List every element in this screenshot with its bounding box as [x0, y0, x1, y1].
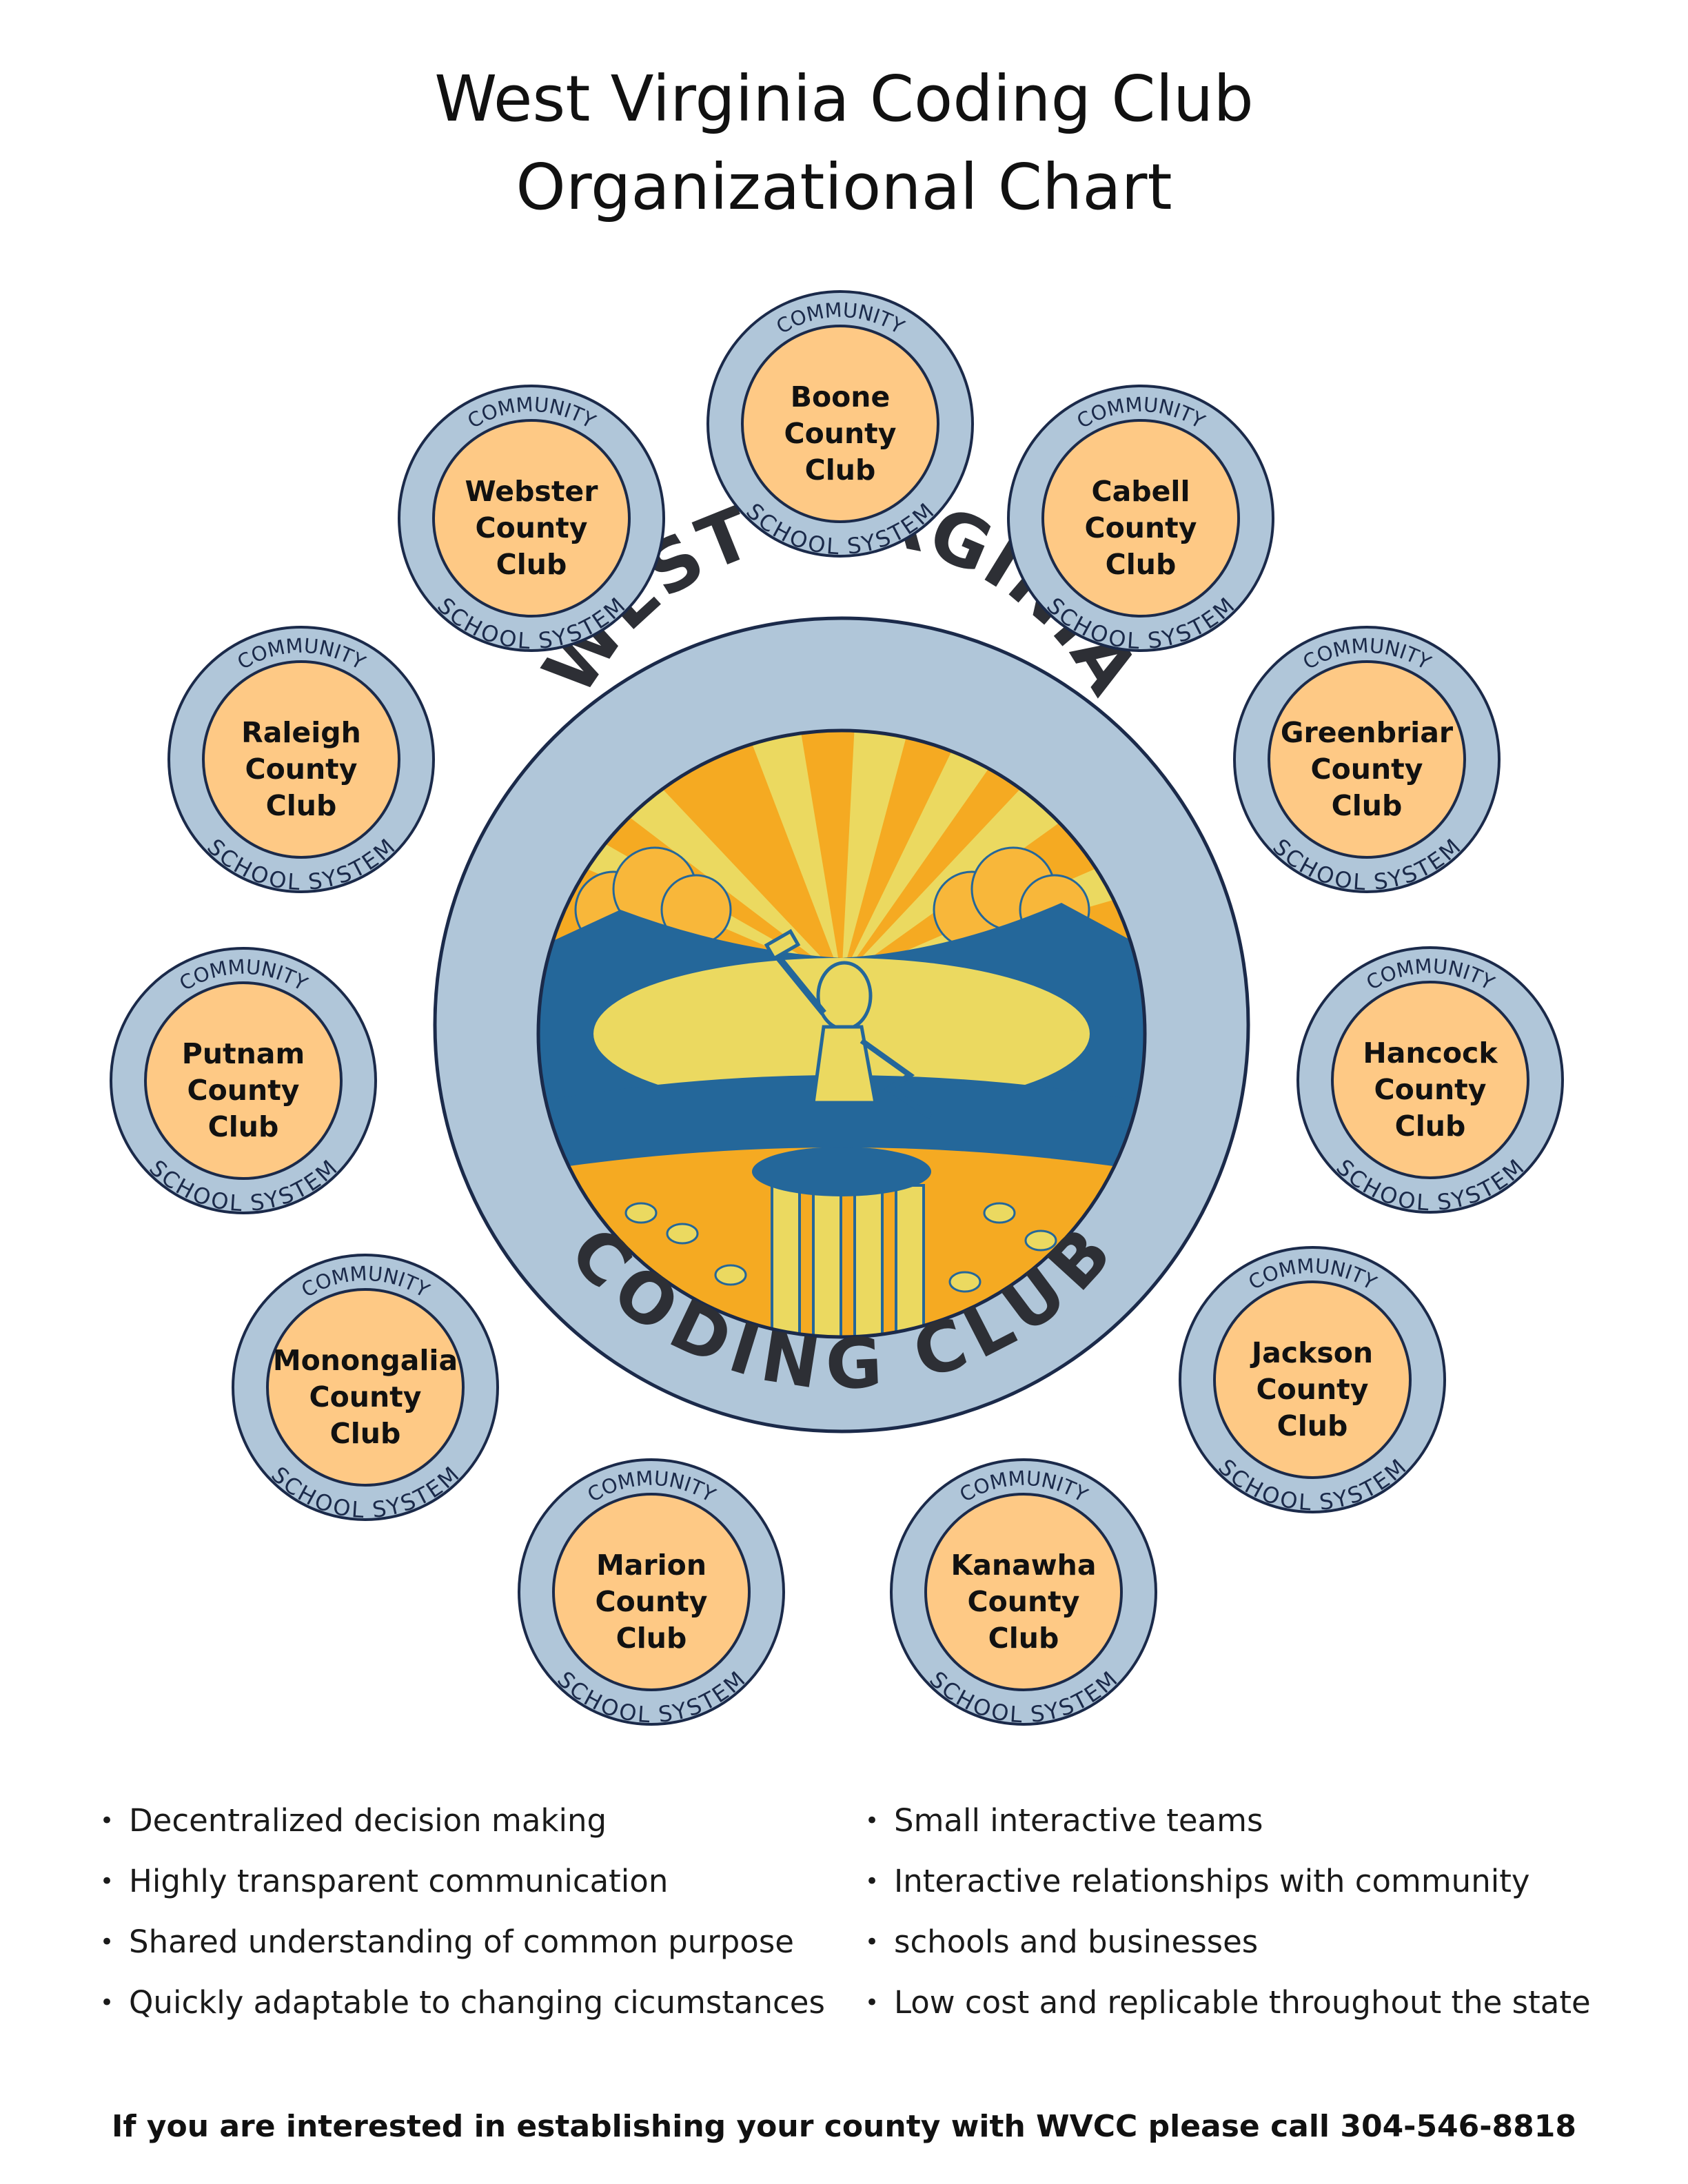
club-name-line: Club	[616, 1622, 687, 1655]
club-inner-circle	[432, 419, 631, 618]
club-inner-circle	[741, 325, 939, 523]
club-name-line: Putnam	[182, 1037, 305, 1070]
club-name-line: Club	[1277, 1409, 1348, 1442]
club-name-line: County	[245, 753, 358, 786]
principle-item: schools and businesses	[865, 1912, 1591, 1972]
principle-item: Interactive relationships with community	[865, 1851, 1591, 1912]
club-name-line: Club	[988, 1622, 1059, 1655]
org-chart-diagram: WEST VIRGINIA CODING CLUB COMMUNITYSCHOO…	[110, 290, 1564, 1728]
club-name-line: County	[1085, 511, 1197, 544]
principles-left: Decentralized decision making Highly tra…	[100, 1790, 825, 2033]
club-name-line: County	[476, 511, 588, 544]
title-line-2: Organizational Chart	[516, 150, 1172, 224]
waterfall	[771, 1184, 925, 1337]
club-name-line: County	[187, 1074, 300, 1107]
club-name-line: County	[596, 1585, 708, 1618]
club-name-line: Webster	[465, 475, 599, 508]
club-name-line: County	[1311, 753, 1423, 786]
club-name-line: Club	[330, 1417, 401, 1450]
principle-item: Highly transparent communication	[100, 1851, 825, 1912]
contact-footer: If you are interested in establishing yo…	[111, 2109, 1577, 2144]
club-name-line: Club	[266, 789, 337, 822]
club-name-line: Monongalia	[273, 1344, 458, 1377]
club-name-line: Club	[805, 453, 876, 487]
title-line-1: West Virginia Coding Club	[434, 62, 1254, 136]
wvcc-logo: WEST VIRGINIA CODING CLUB	[433, 473, 1250, 1433]
club-inner-circle	[552, 1493, 751, 1691]
club-inner-circle	[1041, 419, 1240, 618]
club-name-line: County	[784, 417, 897, 450]
club-name-line: County	[309, 1380, 422, 1414]
club-name-line: Club	[208, 1110, 279, 1143]
logo-emblem	[538, 731, 1145, 1337]
club-name-line: Greenbriar	[1281, 716, 1454, 749]
club-inner-circle	[144, 981, 343, 1180]
principle-item: Shared understanding of common purpose	[100, 1912, 825, 1972]
club-inner-circle	[924, 1493, 1123, 1691]
club-inner-circle	[1331, 981, 1529, 1179]
principles-right: Small interactive teams Interactive rela…	[865, 1790, 1591, 2033]
logo-inner-border	[536, 728, 1147, 1339]
club-inner-circle	[266, 1288, 465, 1487]
principle-item: Quickly adaptable to changing cicumstanc…	[100, 1972, 825, 2033]
club-name-line: Raleigh	[241, 716, 361, 749]
club-name-line: County	[1374, 1073, 1487, 1106]
clouds	[574, 846, 1090, 949]
principle-item: Small interactive teams	[865, 1790, 1591, 1851]
club-name-line: Club	[1332, 789, 1403, 822]
club-name-line: Cabell	[1091, 475, 1190, 508]
principle-item: Low cost and replicable throughout the s…	[865, 1972, 1591, 2033]
river-band	[538, 1075, 1145, 1172]
club-name-line: Club	[496, 548, 567, 581]
club-name-line: County	[968, 1585, 1080, 1618]
club-name-line: Club	[1106, 548, 1177, 581]
club-name-line: Club	[1395, 1110, 1466, 1143]
club-name-line: County	[1257, 1373, 1369, 1406]
club-name-line: Jackson	[1250, 1336, 1373, 1369]
page-title: West Virginia Coding Club Organizational…	[0, 55, 1688, 232]
miner-figure	[764, 929, 933, 1119]
club-name-line: Hancock	[1363, 1037, 1498, 1070]
binary-digits	[624, 1202, 1057, 1293]
rock-ledge	[752, 1147, 931, 1196]
club-inner-circle	[202, 660, 400, 859]
club-inner-circle	[1268, 660, 1466, 859]
club-inner-circle	[1213, 1280, 1412, 1479]
club-name-line: Boone	[791, 380, 891, 414]
club-name-line: Marion	[596, 1549, 706, 1582]
principle-item: Decentralized decision making	[100, 1790, 825, 1851]
club-name-line: Kanawha	[950, 1549, 1096, 1582]
